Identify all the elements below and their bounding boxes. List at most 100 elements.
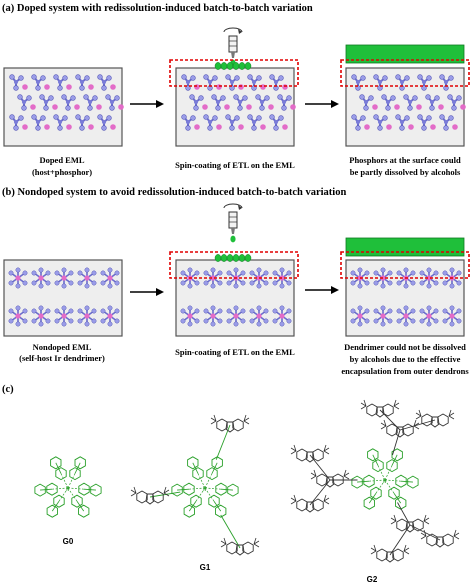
phosphor-dot	[110, 84, 116, 90]
ligand-bond	[357, 480, 370, 483]
carbazole-unit	[145, 493, 155, 505]
tert-butyl-group	[420, 529, 427, 540]
tert-butyl-group	[403, 544, 410, 555]
spin-coating-caption-a: Spin-coating of ETL on the EML	[175, 160, 295, 170]
tert-butyl-group	[448, 409, 455, 420]
phosphor-dot	[44, 124, 50, 130]
coordination-bond	[67, 487, 78, 502]
etl-droplet	[244, 62, 252, 70]
nondoped-eml-composition: (self-host Ir dendrimer)	[19, 353, 105, 363]
phosphor-dot	[30, 104, 36, 110]
tert-butyl-group	[163, 486, 170, 497]
coordination-bond	[52, 487, 69, 490]
coordination-bond	[67, 473, 76, 489]
phosphor-dot	[224, 104, 230, 110]
phosphor-dot	[372, 104, 378, 110]
aromatic-ring	[351, 475, 363, 489]
dissolved-layer	[340, 44, 470, 147]
coordination-bond	[204, 487, 221, 490]
doped-eml-layer	[3, 67, 124, 147]
coordination-bond	[197, 473, 206, 489]
aromatic-ring	[206, 467, 218, 481]
surface-highlight-box	[169, 251, 299, 279]
process-arrow-a1	[129, 99, 165, 109]
etl-droplet	[226, 62, 234, 70]
carbazole-unit	[385, 551, 395, 563]
phosphor-dot	[364, 124, 370, 130]
tert-butyl-group	[390, 514, 397, 525]
etl-droplet	[238, 254, 246, 262]
phosphor-dot	[96, 104, 102, 110]
aromatic-ring	[192, 467, 204, 481]
phosphor-dot	[282, 84, 288, 90]
aromatic-ring	[363, 474, 375, 488]
ligand-bond	[213, 501, 222, 512]
process-arrow-b2	[304, 285, 340, 295]
g1-label: G1	[200, 563, 211, 572]
encapsulation-caption-line2: by alcohols due to the effective	[350, 354, 461, 364]
etl-droplet	[226, 254, 234, 262]
aromatic-ring	[395, 496, 407, 510]
tert-butyl-group	[243, 414, 250, 425]
coordination-bond	[384, 479, 401, 482]
doped-eml-caption: Doped EML	[39, 155, 84, 165]
phosphor-dot	[246, 104, 252, 110]
phosphor-dot	[194, 124, 200, 130]
encapsulation-caption-line1: Dendrimer could not be dissolved	[344, 342, 466, 352]
carbazole-unit	[235, 544, 245, 556]
phosphor-dot	[44, 84, 50, 90]
etl-droplet	[220, 254, 228, 262]
ligand-bond	[83, 488, 96, 491]
phosphor-dot	[110, 124, 116, 130]
aromatic-ring	[388, 486, 400, 500]
etl-film	[345, 44, 465, 64]
aromatic-ring	[171, 483, 183, 497]
process-arrow-a2	[304, 99, 340, 109]
coordination-bond	[204, 473, 213, 489]
coordination-bond	[375, 479, 386, 494]
carbazole-unit	[225, 421, 235, 433]
surface-highlight-box	[340, 59, 470, 87]
g1-molecule: Ir	[130, 414, 260, 556]
ligand-bond	[393, 493, 402, 504]
phosphor-dot	[460, 104, 466, 110]
aromatic-ring	[69, 467, 81, 481]
etl-droplets	[214, 62, 252, 70]
phosphor-dot	[22, 84, 28, 90]
coordination-bond	[204, 487, 215, 502]
aromatic-ring	[74, 456, 86, 470]
dissolution-caption-line1: Phosphors at the surface could	[349, 155, 461, 165]
spin-nozzle-b	[223, 203, 243, 243]
tert-butyl-group	[290, 494, 297, 505]
g2-label: G2	[367, 575, 378, 584]
tert-butyl-group	[343, 469, 350, 480]
coordination-bond	[384, 465, 393, 481]
phosphor-dot	[216, 124, 222, 130]
aromatic-ring	[227, 483, 239, 497]
tert-butyl-group	[220, 537, 227, 548]
dendron-linker	[397, 502, 411, 526]
aromatic-ring	[187, 456, 199, 470]
aromatic-ring	[367, 448, 379, 462]
phosphor-dot	[282, 124, 288, 130]
aromatic-ring	[395, 474, 407, 488]
etl-droplet	[244, 254, 252, 262]
phosphor-dot	[260, 84, 266, 90]
aromatic-ring	[53, 494, 65, 508]
aromatic-ring	[370, 486, 382, 500]
aromatic-ring	[71, 494, 83, 508]
ligand-bond	[400, 480, 413, 483]
iridium-center: Ir	[383, 478, 388, 485]
phosphor-dot	[408, 124, 414, 130]
aromatic-ring	[211, 456, 223, 470]
aromatic-ring	[363, 496, 375, 510]
coordination-bond	[189, 487, 206, 490]
tert-butyl-group	[323, 494, 330, 505]
tert-butyl-group	[130, 486, 137, 497]
tert-butyl-group	[290, 444, 297, 455]
aromatic-ring	[386, 459, 398, 473]
phosphor-dot	[238, 124, 244, 130]
dendron-linker	[399, 419, 436, 431]
phosphor-dot	[238, 84, 244, 90]
